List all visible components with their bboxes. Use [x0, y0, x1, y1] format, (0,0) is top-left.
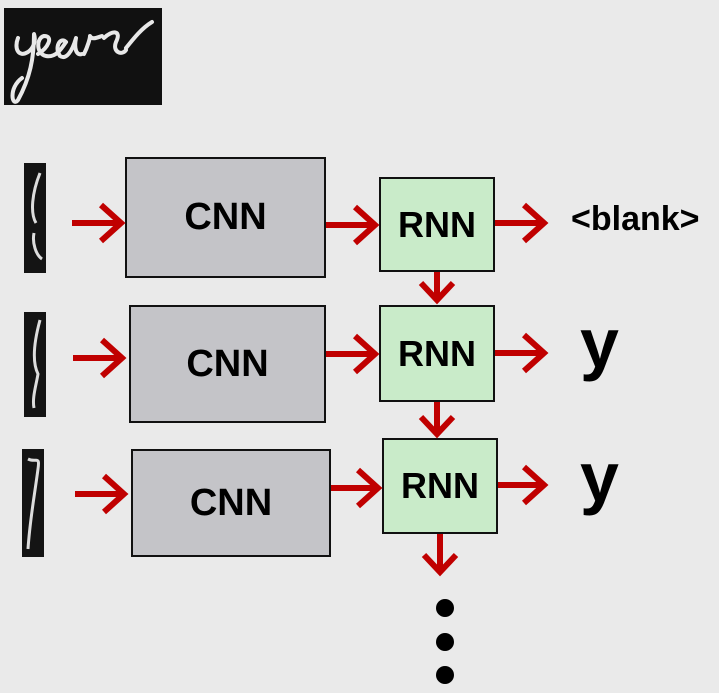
right-arrow-icon: [75, 473, 129, 515]
frame-2-strokes: [32, 319, 42, 409]
cnn-box-1: CNN: [125, 157, 326, 278]
down-arrow-icon: [421, 534, 459, 577]
handwriting-strokes: [10, 20, 154, 104]
input-frame-crop-3: [22, 449, 44, 557]
vertical-ellipsis-icon: [436, 599, 454, 684]
right-arrow-icon: [326, 204, 380, 246]
handwritten-word-image: [4, 8, 162, 105]
right-arrow-icon: [326, 333, 380, 375]
cnn-label-3: CNN: [189, 481, 273, 524]
rnn-box-2: RNN: [379, 305, 495, 402]
right-arrow-icon: [495, 332, 549, 374]
frame-1-strokes: [31, 172, 43, 261]
right-arrow-icon: [73, 337, 127, 379]
right-arrow-icon: [495, 202, 549, 244]
output-label-3: y: [580, 438, 619, 516]
right-arrow-icon: [498, 464, 549, 506]
rnn-box-1: RNN: [379, 177, 495, 272]
rnn-box-3: RNN: [382, 438, 498, 534]
frame-3-strokes: [26, 457, 40, 550]
down-arrow-icon: [418, 272, 456, 305]
cnn-label-1: CNN: [184, 196, 267, 238]
input-frame-crop-2: [24, 312, 46, 417]
cnn-box-2: CNN: [129, 305, 326, 423]
rnn-label-1: RNN: [398, 203, 476, 245]
rnn-label-3: RNN: [401, 465, 479, 506]
output-label-2: y: [580, 304, 619, 382]
right-arrow-icon: [72, 202, 126, 244]
down-arrow-icon: [418, 402, 456, 439]
rnn-label-2: RNN: [398, 332, 476, 374]
cnn-box-3: CNN: [131, 449, 331, 557]
right-arrow-icon: [331, 467, 383, 509]
output-label-1: <blank>: [571, 200, 700, 238]
input-frame-crop-1: [24, 163, 46, 273]
cnn-label-2: CNN: [186, 342, 269, 385]
